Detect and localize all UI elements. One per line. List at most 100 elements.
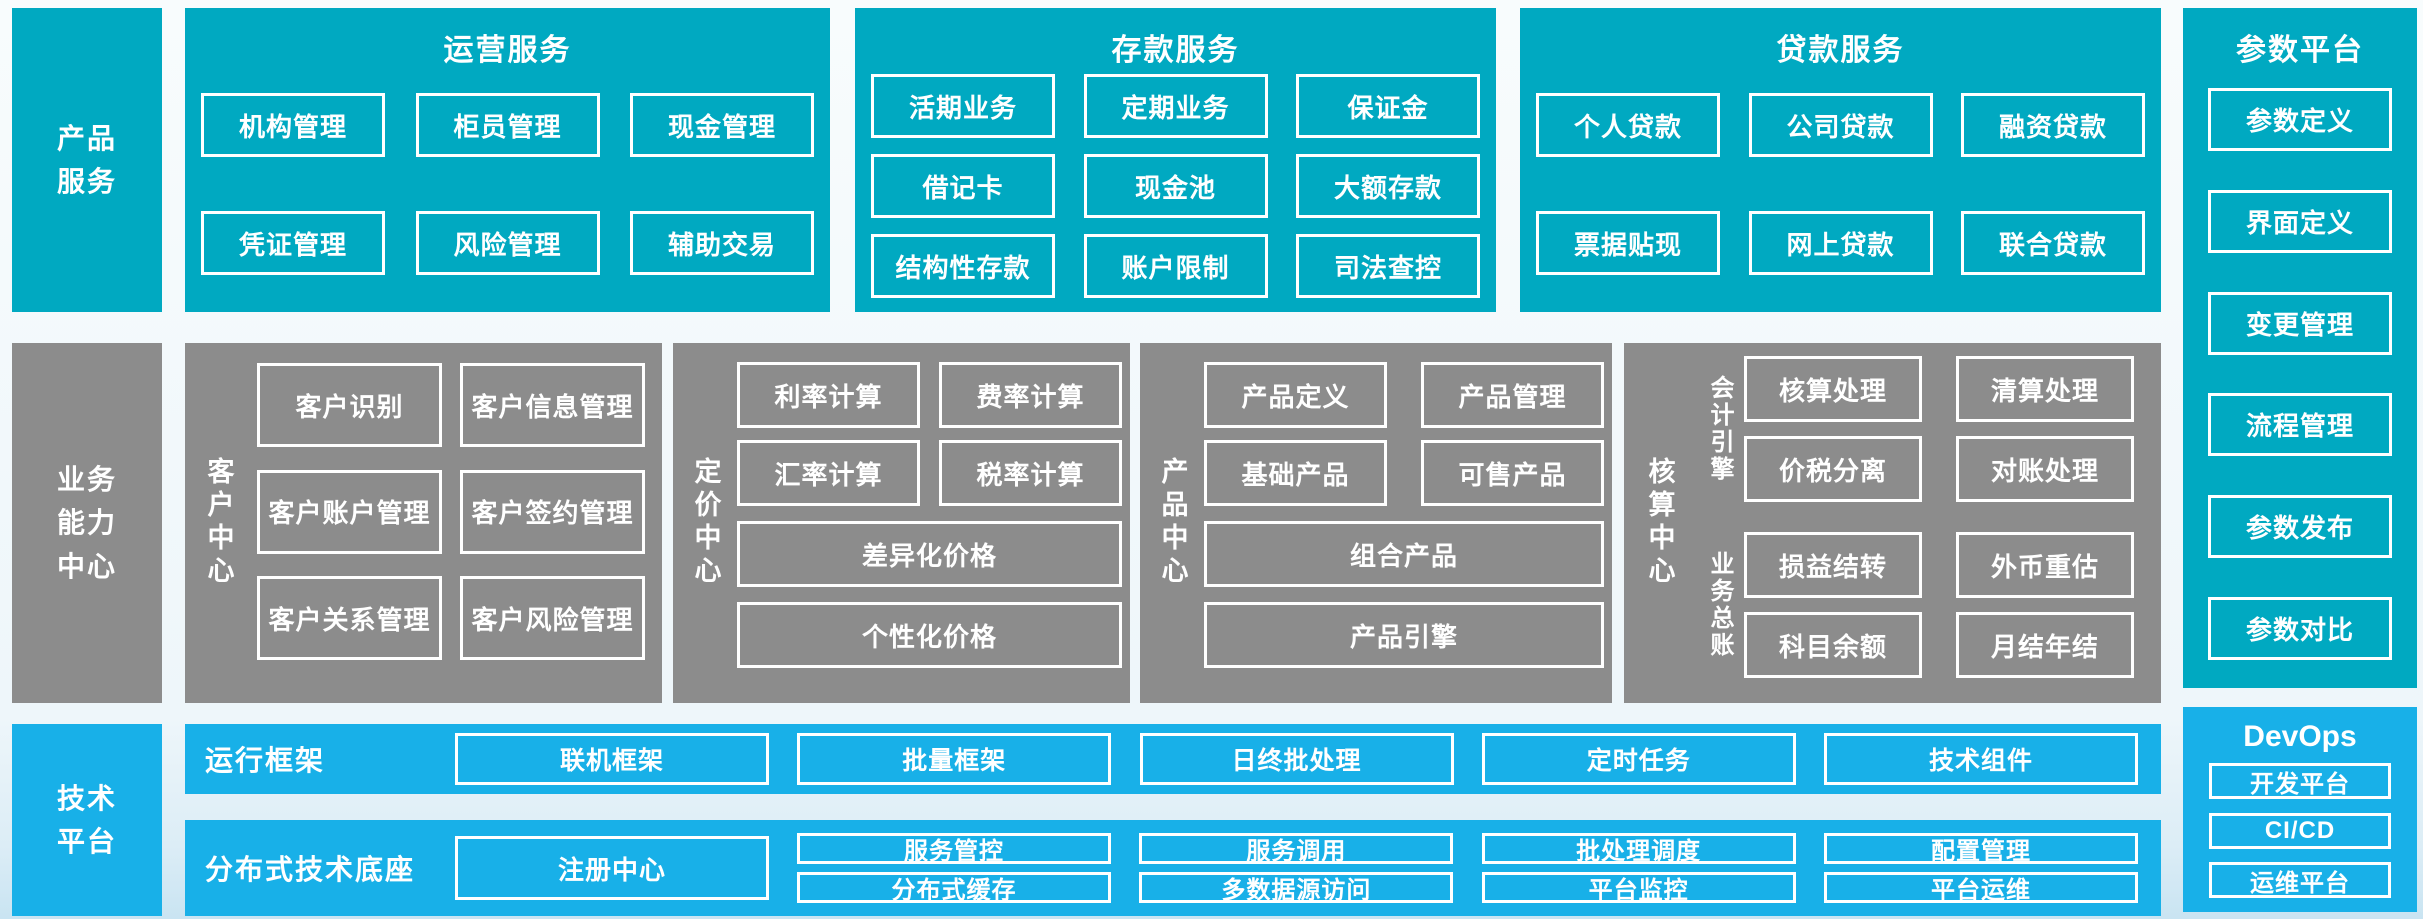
distributed-grid: 服务管控 服务调用 批处理调度 配置管理 分布式缓存 多数据源访问 平台监控 平…: [797, 833, 2138, 904]
business-ledger-label: 业务总账: [1706, 551, 1733, 659]
box-base-product: 基础产品: [1204, 440, 1387, 506]
box-batch-framework: 批量框架: [797, 733, 1112, 785]
pricing-center-label: 定价中心: [690, 457, 721, 589]
box-bill-discount: 票据贴现: [1536, 211, 1720, 275]
runtime-boxes: 联机框架 批量框架 日终批处理 定时任务 技术组件: [455, 733, 2138, 785]
box-ops-platform: 运维平台: [2209, 862, 2391, 898]
box-composite-product: 组合产品: [1204, 521, 1604, 587]
box-cash-pool: 现金池: [1083, 154, 1268, 218]
box-param-definition: 参数定义: [2208, 88, 2392, 151]
box-corporate-loan: 公司贷款: [1748, 93, 1933, 157]
box-product-mgmt: 产品管理: [1421, 362, 1604, 428]
box-param-compare: 参数对比: [2208, 596, 2392, 660]
panel-accounting-center: 核算中心 会计引擎 核算处理 清算处理 价税分离 对账处理 业务总账 损益结转 …: [1624, 343, 2161, 703]
box-demand-deposit: 活期业务: [871, 74, 1055, 138]
devops-title: DevOps: [2243, 720, 2357, 753]
accounting-groups: 会计引擎 核算处理 清算处理 价税分离 对账处理 业务总账 损益结转 外币重估 …: [1694, 343, 2161, 703]
box-auxiliary-transaction: 辅助交易: [630, 211, 814, 275]
box-ci-cd: CI/CD: [2209, 812, 2391, 849]
accounting-center-label: 核算中心: [1644, 457, 1675, 589]
box-scheduled-task: 定时任务: [1481, 733, 1796, 785]
product-center-label: 产品中心: [1157, 457, 1188, 589]
operations-services-title: 运营服务: [443, 34, 572, 67]
sidebar-product-services: 产品 服务: [12, 8, 162, 312]
parameter-column: 参数定义 界面定义 变更管理 流程管理 参数发布 参数对比: [2183, 88, 2417, 660]
box-customer-identification: 客户识别: [257, 363, 442, 447]
box-judicial-inquiry: 司法查控: [1296, 234, 1480, 298]
loan-grid: 个人贷款 公司贷款 融资贷款 票据贴现 网上贷款 联合贷款: [1536, 93, 2145, 275]
box-account-restriction: 账户限制: [1083, 234, 1268, 298]
box-dev-platform: 开发平台: [2209, 763, 2391, 799]
box-customer-account-mgmt: 客户账户管理: [257, 469, 442, 554]
box-fx-revaluation: 外币重估: [1956, 532, 2134, 598]
box-financing-loan: 融资贷款: [1961, 93, 2145, 157]
box-change-mgmt: 变更管理: [2208, 291, 2392, 355]
box-platform-monitoring: 平台监控: [1481, 872, 1796, 904]
panel-deposit-services: 存款服务 活期业务 定期业务 保证金 借记卡 现金池 大额存款 结构性存款 账户…: [855, 8, 1496, 312]
box-ui-definition: 界面定义: [2208, 189, 2392, 253]
box-sellable-product: 可售产品: [1421, 440, 1604, 506]
box-customer-contract-mgmt: 客户签约管理: [460, 469, 645, 554]
parameter-platform-title: 参数平台: [2236, 34, 2364, 67]
box-distributed-cache: 分布式缓存: [797, 872, 1111, 904]
panel-operations-services: 运营服务 机构管理 柜员管理 现金管理 凭证管理 风险管理 辅助交易: [185, 8, 830, 312]
box-exchange-rate-calc: 汇率计算: [737, 440, 920, 506]
box-batch-scheduling: 批处理调度: [1481, 833, 1796, 865]
box-pnl-carryover: 损益结转: [1744, 532, 1922, 598]
box-online-framework: 联机框架: [455, 733, 769, 785]
runtime-framework-label: 运行框架: [205, 745, 326, 776]
box-product-definition: 产品定义: [1204, 362, 1387, 428]
box-multi-datasource: 多数据源访问: [1139, 872, 1454, 904]
box-institution-mgmt: 机构管理: [201, 93, 385, 157]
box-clearing-process: 清算处理: [1956, 356, 2134, 422]
box-process-mgmt: 流程管理: [2208, 393, 2392, 457]
band-distributed-base: 分布式技术底座 注册中心 服务管控 服务调用 批处理调度 配置管理 分布式缓存 …: [185, 820, 2161, 916]
sidebar-business-capability-center: 业务 能力 中心: [12, 343, 162, 703]
box-reconciliation: 对账处理: [1956, 436, 2134, 502]
box-config-mgmt: 配置管理: [1823, 833, 2138, 865]
box-service-invocation: 服务调用: [1139, 833, 1454, 865]
box-personalized-pricing: 个性化价格: [737, 602, 1122, 668]
box-syndicated-loan: 联合贷款: [1961, 211, 2145, 275]
panel-customer-center: 客户中心 客户识别 客户信息管理 客户账户管理 客户签约管理 客户关系管理 客户…: [185, 343, 662, 703]
panel-loan-services: 贷款服务 个人贷款 公司贷款 融资贷款 票据贴现 网上贷款 联合贷款: [1520, 8, 2161, 312]
devops-column: 开发平台 CI/CD 运维平台: [2183, 763, 2417, 898]
box-cash-mgmt: 现金管理: [630, 93, 814, 157]
panel-product-center: 产品中心 产品定义 产品管理 基础产品 可售产品 组合产品 产品引擎: [1140, 343, 1612, 703]
box-risk-mgmt: 风险管理: [415, 211, 600, 275]
business-ledger-group: 业务总账 损益结转 外币重估 科目余额 月结年结: [1694, 532, 2134, 678]
panel-parameter-platform: 参数平台 参数定义 界面定义 变更管理 流程管理 参数发布 参数对比: [2183, 8, 2417, 688]
box-service-governance: 服务管控: [797, 833, 1111, 865]
box-param-release: 参数发布: [2208, 495, 2392, 559]
box-subject-balance: 科目余额: [1744, 612, 1922, 678]
accounting-engine-label: 会计引擎: [1706, 375, 1733, 483]
product-center-content: 产品定义 产品管理 基础产品 可售产品 组合产品 产品引擎: [1204, 362, 1604, 703]
loan-services-title: 贷款服务: [1776, 34, 1905, 67]
operations-grid: 机构管理 柜员管理 现金管理 凭证管理 风险管理 辅助交易: [201, 93, 814, 275]
box-tax-rate-calc: 税率计算: [939, 440, 1122, 506]
box-product-engine: 产品引擎: [1204, 602, 1604, 668]
customer-center-label: 客户中心: [203, 457, 234, 589]
customer-grid: 客户识别 客户信息管理 客户账户管理 客户签约管理 客户关系管理 客户风险管理: [257, 363, 645, 660]
box-price-tax-separation: 价税分离: [1744, 436, 1922, 502]
panel-devops: DevOps 开发平台 CI/CD 运维平台: [2183, 707, 2417, 912]
box-structured-deposit: 结构性存款: [871, 234, 1055, 298]
box-interest-rate-calc: 利率计算: [737, 362, 920, 428]
box-registry-center: 注册中心: [455, 836, 769, 900]
box-time-deposit: 定期业务: [1083, 74, 1268, 138]
band-runtime-framework: 运行框架 联机框架 批量框架 日终批处理 定时任务 技术组件: [185, 724, 2161, 794]
box-personal-loan: 个人贷款: [1536, 93, 1720, 157]
box-differentiated-pricing: 差异化价格: [737, 521, 1122, 587]
box-online-loan: 网上贷款: [1748, 211, 1933, 275]
box-customer-info-mgmt: 客户信息管理: [460, 363, 645, 447]
box-platform-ops: 平台运维: [1823, 872, 2138, 904]
box-eod-batch: 日终批处理: [1139, 733, 1454, 785]
deposit-grid: 活期业务 定期业务 保证金 借记卡 现金池 大额存款 结构性存款 账户限制 司法…: [871, 74, 1480, 298]
box-voucher-mgmt: 凭证管理: [201, 211, 385, 275]
deposit-services-title: 存款服务: [1111, 34, 1240, 67]
box-customer-relation-mgmt: 客户关系管理: [257, 576, 442, 660]
panel-pricing-center: 定价中心 利率计算 费率计算 汇率计算 税率计算 差异化价格 个性化价格: [673, 343, 1130, 703]
box-customer-risk-mgmt: 客户风险管理: [460, 576, 645, 660]
box-fee-rate-calc: 费率计算: [939, 362, 1122, 428]
